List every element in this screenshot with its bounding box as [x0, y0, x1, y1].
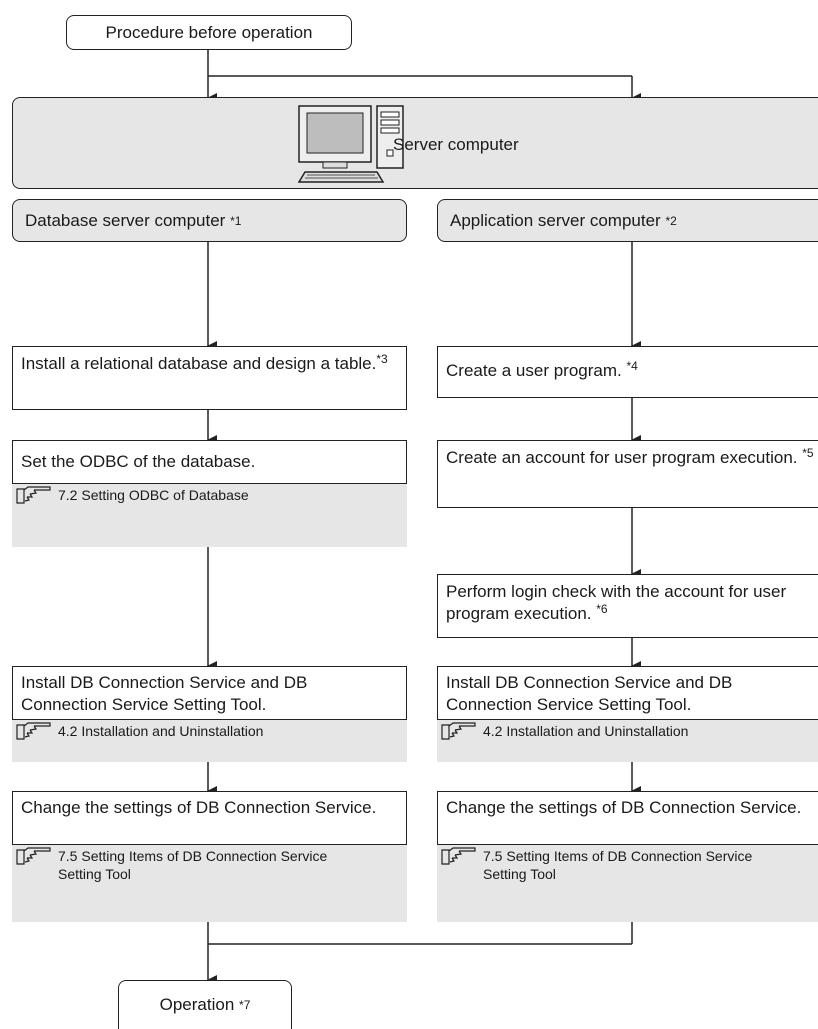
- step-create-user-program-text: Create a user program.: [446, 361, 622, 380]
- step-change-settings-right: Change the settings of DB Connection Ser…: [437, 791, 818, 845]
- database-server-header: Database server computer *1: [12, 199, 407, 242]
- reference-setting-items-right-text: 7.5 Setting Items of DB Connection Servi…: [483, 848, 753, 882]
- pointing-hand-icon: [16, 722, 51, 740]
- operation-terminal: Operation *7: [118, 980, 292, 1029]
- reference-installation-right: 4.2 Installation and Uninstallation: [437, 720, 818, 762]
- step-install-relational-database-text: Install a relational database and design…: [21, 354, 377, 373]
- step-change-settings-left: Change the settings of DB Connection Ser…: [12, 791, 407, 845]
- reference-setting-items-left-text: 7.5 Setting Items of DB Connection Servi…: [58, 848, 328, 882]
- step-login-check-note: *6: [596, 602, 608, 616]
- step-login-check-text: Perform login check with the account for…: [446, 582, 787, 623]
- desktop-computer-icon: [297, 105, 404, 183]
- step-install-db-connection-service-left-text: Install DB Connection Service and DB Con…: [21, 673, 308, 714]
- step-install-db-connection-service-left: Install DB Connection Service and DB Con…: [12, 666, 407, 720]
- step-install-db-connection-service-right-text: Install DB Connection Service and DB Con…: [446, 673, 733, 714]
- step-change-settings-right-text: Change the settings of DB Connection Ser…: [446, 798, 802, 817]
- pointing-hand-icon: [16, 486, 51, 504]
- step-login-check: Perform login check with the account for…: [437, 574, 818, 638]
- step-install-relational-database-note: *3: [376, 352, 388, 366]
- step-install-db-connection-service-right: Install DB Connection Service and DB Con…: [437, 666, 818, 720]
- pointing-hand-icon: [441, 847, 476, 865]
- step-set-odbc: Set the ODBC of the database.: [12, 440, 407, 484]
- application-server-title: Application server computer: [450, 210, 661, 230]
- step-create-user-program-note: *4: [626, 359, 638, 373]
- operation-label: Operation: [159, 995, 235, 1014]
- step-change-settings-left-text: Change the settings of DB Connection Ser…: [21, 798, 377, 817]
- step-create-user-program: Create a user program. *4: [437, 346, 818, 398]
- server-computer-panel: Server computer: [12, 97, 818, 189]
- step-install-relational-database: Install a relational database and design…: [12, 346, 407, 410]
- reference-setting-items-right: 7.5 Setting Items of DB Connection Servi…: [437, 845, 818, 922]
- pointing-hand-icon: [441, 722, 476, 740]
- reference-installation-left-text: 4.2 Installation and Uninstallation: [58, 723, 264, 739]
- step-set-odbc-text: Set the ODBC of the database.: [21, 452, 256, 471]
- start-terminal: Procedure before operation: [66, 15, 352, 50]
- server-label: Server computer: [393, 135, 519, 154]
- step-create-account: Create an account for user program execu…: [437, 440, 818, 508]
- step-create-account-note: *5: [802, 446, 814, 460]
- reference-installation-right-text: 4.2 Installation and Uninstallation: [483, 723, 689, 739]
- reference-set-odbc-text: 7.2 Setting ODBC of Database: [58, 487, 249, 503]
- pointing-hand-icon: [16, 847, 51, 865]
- reference-setting-items-left: 7.5 Setting Items of DB Connection Servi…: [12, 845, 407, 922]
- step-create-account-text: Create an account for user program execu…: [446, 448, 798, 467]
- application-server-header: Application server computer *2: [437, 199, 818, 242]
- reference-set-odbc: 7.2 Setting ODBC of Database: [12, 484, 407, 547]
- database-server-title: Database server computer: [25, 210, 226, 230]
- start-label: Procedure before operation: [105, 22, 313, 42]
- reference-installation-left: 4.2 Installation and Uninstallation: [12, 720, 407, 762]
